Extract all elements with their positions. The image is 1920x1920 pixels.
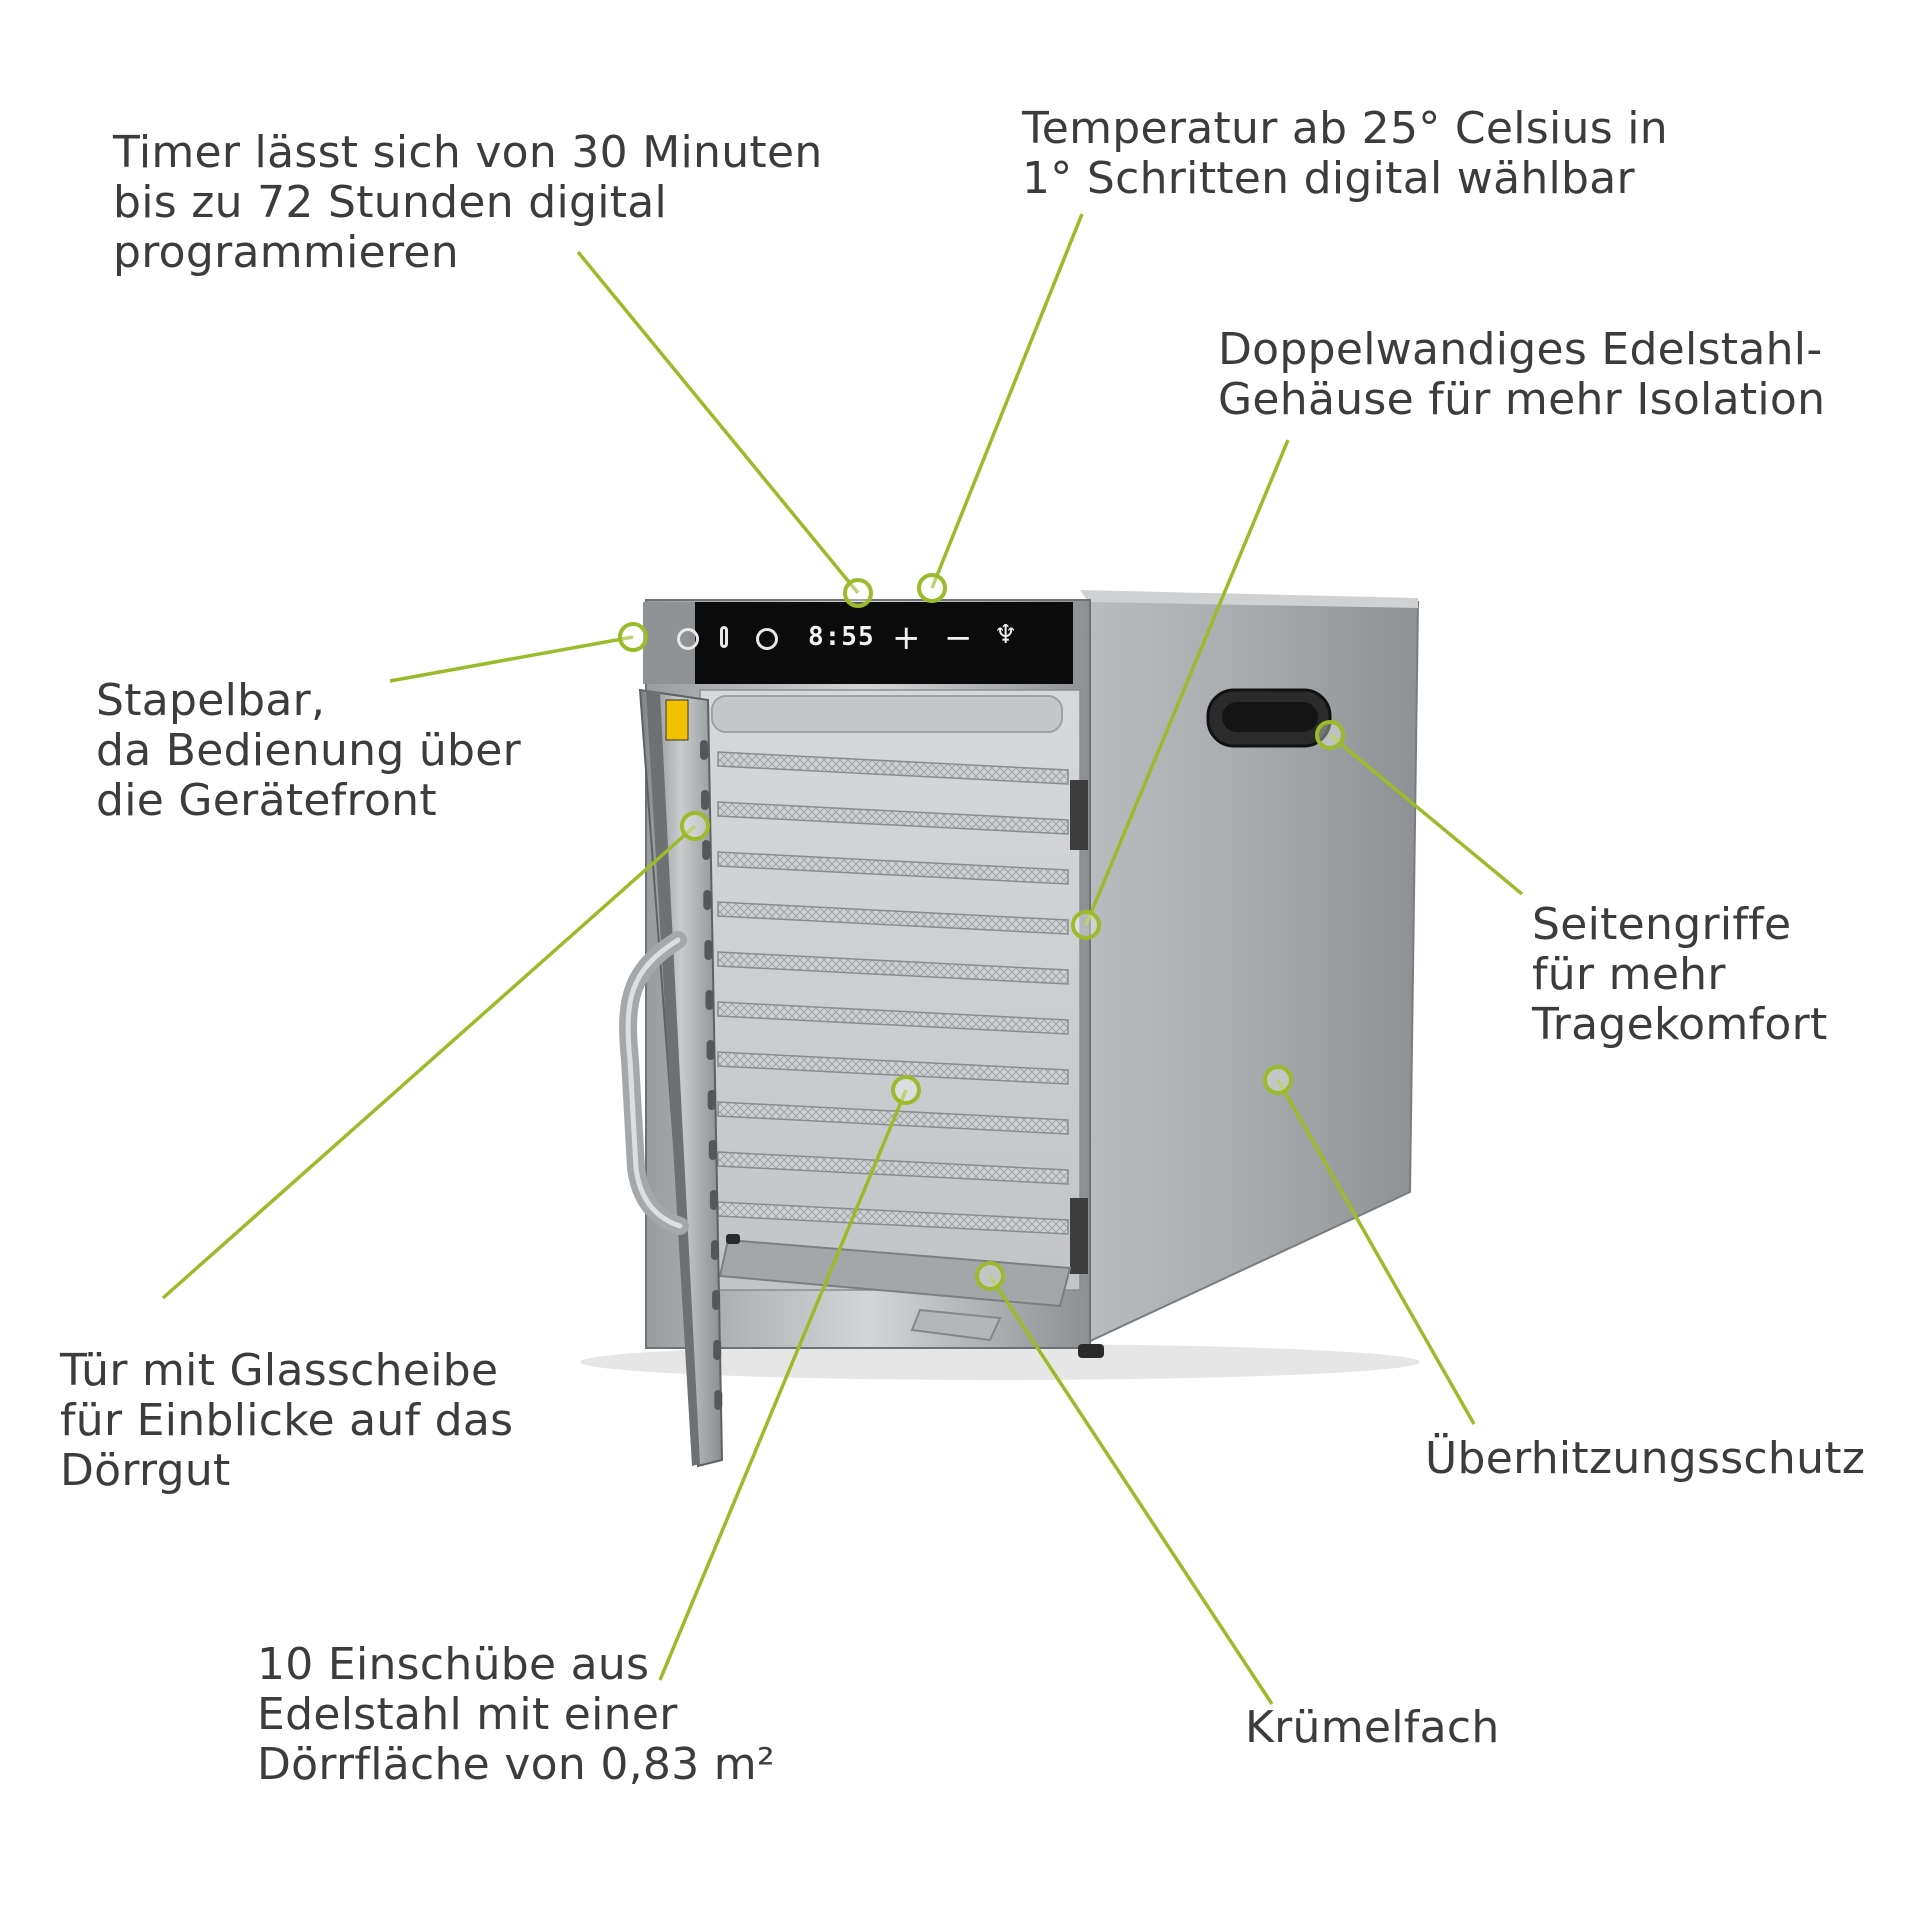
door-hinges <box>1070 780 1088 1274</box>
fan-tube <box>711 695 1063 733</box>
leader-line <box>988 1275 1274 1705</box>
tray <box>717 851 1069 885</box>
leader-line <box>1328 733 1524 896</box>
tray <box>717 1001 1069 1035</box>
callout-line: Temperatur ab 25° Celsius in <box>1022 103 1668 154</box>
callout-line: 10 Einschübe aus <box>257 1639 650 1690</box>
callout-housing: Doppelwandiges Edelstahl- Gehäuse für me… <box>1218 325 1825 425</box>
door-slot <box>706 1040 715 1060</box>
leader-line <box>1084 439 1290 926</box>
callout-line: für mehr <box>1532 949 1726 1000</box>
callout-leader-lines <box>161 213 1524 1705</box>
callout-line: Edelstahl mit einer <box>257 1689 678 1740</box>
tray <box>717 951 1069 985</box>
leader-line <box>576 250 860 595</box>
cabinet-feet <box>726 1234 1104 1358</box>
callout-line: Seitengriffe <box>1532 899 1792 950</box>
door-slot <box>711 1240 719 1260</box>
callout-line: Doppelwandiges Edelstahl- <box>1218 324 1823 375</box>
tray <box>717 801 1069 835</box>
callout-door: Tür mit Glasscheibe für Einblicke auf da… <box>60 1346 513 1496</box>
door-slot <box>704 940 713 960</box>
callout-line: Dörrgut <box>60 1445 231 1496</box>
tray <box>717 1051 1069 1085</box>
callout-line: Dörrfläche von 0,83 m² <box>257 1739 775 1790</box>
callout-line: Gehäuse für mehr Isolation <box>1218 374 1826 425</box>
callout-line: Überhitzungsschutz <box>1425 1433 1866 1484</box>
callout-marker <box>1315 720 1345 750</box>
callout-marker <box>680 811 710 841</box>
callout-line: Stapelbar, <box>96 675 326 726</box>
crumb-tray <box>718 1238 1072 1342</box>
door-slot <box>701 790 710 810</box>
door-slot <box>700 740 708 760</box>
door-slot <box>707 1090 716 1110</box>
callout-crumb-tray: Krümelfach <box>1245 1703 1500 1753</box>
warning-sticker <box>665 699 689 741</box>
callout-line: Krümelfach <box>1245 1702 1500 1753</box>
cabinet-top-edge <box>1080 590 1418 608</box>
leader-line <box>389 635 634 683</box>
door-slot <box>712 1290 721 1310</box>
callout-line: 1° Schritten digital wählbar <box>1022 153 1635 204</box>
side-handle <box>1206 688 1332 748</box>
callout-marker <box>891 1075 921 1105</box>
door-slot <box>714 1390 723 1410</box>
door-slot <box>703 890 712 910</box>
leader-line <box>930 213 1084 589</box>
door-slot <box>708 1140 717 1160</box>
callout-line: da Bedienung über <box>96 725 522 776</box>
callout-line: Tür mit Glasscheibe <box>60 1345 499 1396</box>
door-vent-slots <box>700 740 723 1410</box>
callout-marker <box>917 573 947 603</box>
tray <box>717 1151 1069 1185</box>
callout-marker <box>1071 910 1101 940</box>
door-slot <box>702 840 711 860</box>
callout-marker <box>1263 1065 1293 1095</box>
callout-line: die Gerätefront <box>96 775 437 826</box>
door-slot <box>705 990 714 1010</box>
callout-marker <box>975 1261 1005 1291</box>
callout-marker <box>618 622 648 652</box>
tray <box>717 751 1069 785</box>
control-panel <box>643 602 1073 684</box>
tray-stack <box>717 751 1069 1235</box>
callout-line: für Einblicke auf das <box>60 1395 514 1446</box>
callout-line: bis zu 72 Stunden digital <box>113 177 668 228</box>
callout-overheat-protection: Überhitzungsschutz <box>1425 1434 1865 1484</box>
callout-line: Timer lässt sich von 30 Minuten <box>113 127 823 178</box>
callout-trays: 10 Einschübe aus Edelstahl mit einer Dör… <box>257 1640 775 1790</box>
callout-line: Tragekomfort <box>1532 999 1828 1050</box>
leader-line <box>1276 1079 1476 1425</box>
callout-timer: Timer lässt sich von 30 Minuten bis zu 7… <box>113 128 823 278</box>
callout-temperature: Temperatur ab 25° Celsius in 1° Schritte… <box>1022 104 1668 204</box>
leader-line <box>658 1089 908 1681</box>
door-slot <box>713 1340 722 1360</box>
callout-line: programmieren <box>113 227 459 278</box>
callout-side-handles: Seitengriffe für mehr Tragekomfort <box>1532 900 1828 1050</box>
leader-line <box>161 824 697 1300</box>
callout-marker <box>843 578 873 608</box>
tray <box>717 901 1069 935</box>
open-door <box>638 688 724 1468</box>
callout-stackable: Stapelbar, da Bedienung über die Gerätef… <box>96 676 521 826</box>
door-slot <box>709 1190 718 1210</box>
